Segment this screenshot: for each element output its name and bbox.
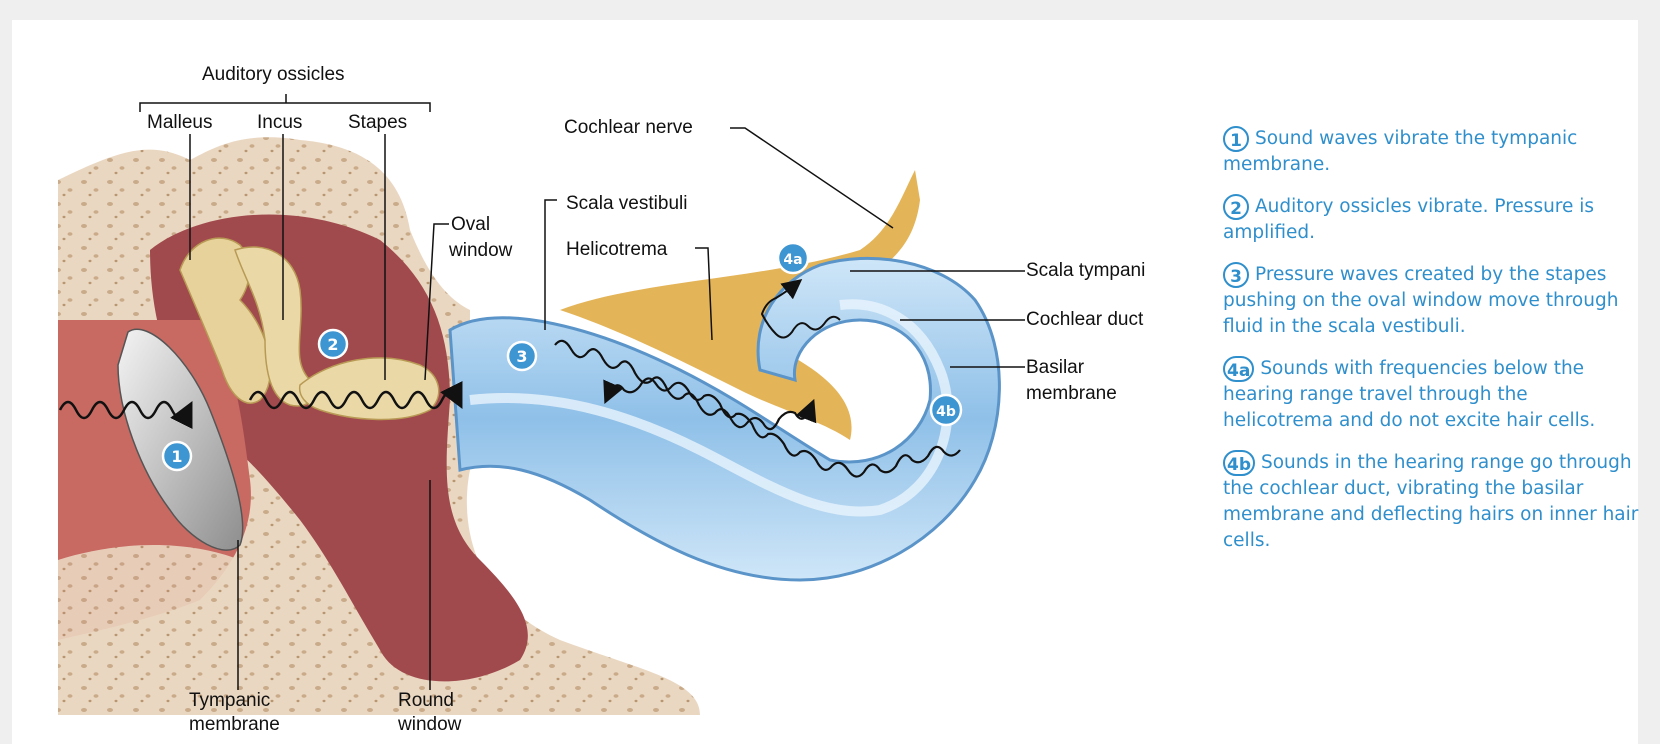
step-2-text: Auditory ossicles vibrate. Pressure is a… — [1223, 196, 1595, 243]
label-basilar-membrane-line2: membrane — [1026, 383, 1117, 404]
leader-lines — [139, 94, 1025, 690]
marker-1-text: 1 — [171, 447, 182, 466]
label-incus: Incus — [257, 112, 303, 133]
step-1-text: Sound waves vibrate the tympanic membran… — [1223, 128, 1578, 175]
label-tympanic-membrane-line2: membrane — [189, 714, 280, 735]
marker-4a-text: 4a — [783, 252, 802, 268]
label-malleus: Malleus — [147, 112, 213, 133]
marker-4b: 4b — [929, 393, 963, 427]
step-4a-number: 4a — [1223, 356, 1255, 382]
marker-4a: 4a — [776, 241, 810, 275]
marker-2-text: 2 — [327, 335, 338, 354]
label-scala-tympani: Scala tympani — [1026, 260, 1146, 281]
step-4a-text: Sounds with frequencies below the hearin… — [1223, 358, 1596, 431]
step-4b-number: 4b — [1223, 450, 1255, 476]
cochlear-duct-line — [469, 299, 953, 517]
step-3-number: 3 — [1223, 262, 1249, 288]
marker-1: 1 — [161, 440, 193, 472]
label-scala-vestibuli: Scala vestibuli — [566, 193, 688, 214]
marker-2: 2 — [317, 328, 349, 360]
step-1-number: 1 — [1223, 126, 1249, 152]
label-cochlear-duct: Cochlear duct — [1026, 309, 1144, 330]
label-oval-window-line1: Oval — [451, 214, 491, 235]
sound-wave-tympani — [603, 377, 961, 478]
label-round-window-line1: Round — [398, 690, 454, 711]
label-basilar-membrane-line1: Basilar — [1026, 357, 1085, 378]
step-4b-text: Sounds in the hearing range go through t… — [1223, 452, 1639, 551]
marker-3-text: 3 — [516, 347, 527, 366]
sound-wave-middle — [248, 380, 463, 410]
sound-wave-helicotrema — [760, 279, 841, 339]
label-auditory-ossicles: Auditory ossicles — [202, 64, 345, 85]
ear-canal-floor — [58, 545, 260, 700]
cochlea-tube — [448, 256, 1001, 582]
label-oval-window-line2: window — [449, 240, 513, 261]
tympanic-membrane-shape — [117, 328, 244, 551]
sound-wave-outer — [58, 400, 193, 430]
label-stapes: Stapes — [348, 112, 408, 133]
step-2-number: 2 — [1223, 194, 1249, 220]
label-tympanic-membrane-line1: Tympanic — [189, 690, 271, 711]
label-round-window-line2: window — [398, 714, 462, 735]
label-cochlear-nerve: Cochlear nerve — [564, 117, 693, 138]
cochlear-nerve-shape — [560, 170, 920, 440]
sound-wave-vestibuli — [554, 339, 817, 431]
marker-4b-text: 4b — [936, 404, 956, 420]
marker-3: 3 — [506, 340, 538, 372]
step-3-text: Pressure waves created by the stapes pus… — [1223, 264, 1619, 337]
ossicle-stapes — [298, 357, 440, 421]
label-helicotrema: Helicotrema — [566, 239, 668, 260]
